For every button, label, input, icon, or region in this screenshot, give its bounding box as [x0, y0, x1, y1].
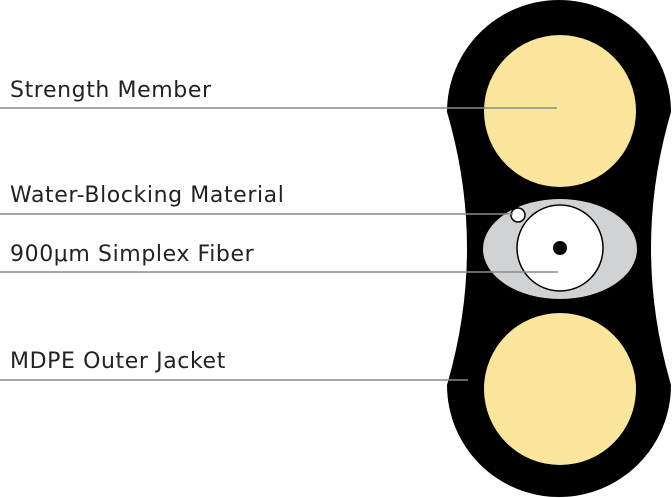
fiber-core: [553, 241, 567, 255]
strength-member-bottom: [484, 313, 636, 465]
strength-member-top: [484, 35, 636, 187]
water-blocking-bead: [510, 207, 526, 223]
label-outer-jacket: MDPE Outer Jacket: [10, 349, 226, 374]
label-simplex-fiber: 900μm Simplex Fiber: [10, 242, 255, 267]
label-strength-member: Strength Member: [10, 78, 212, 103]
label-water-blocking: Water-Blocking Material: [10, 183, 285, 208]
